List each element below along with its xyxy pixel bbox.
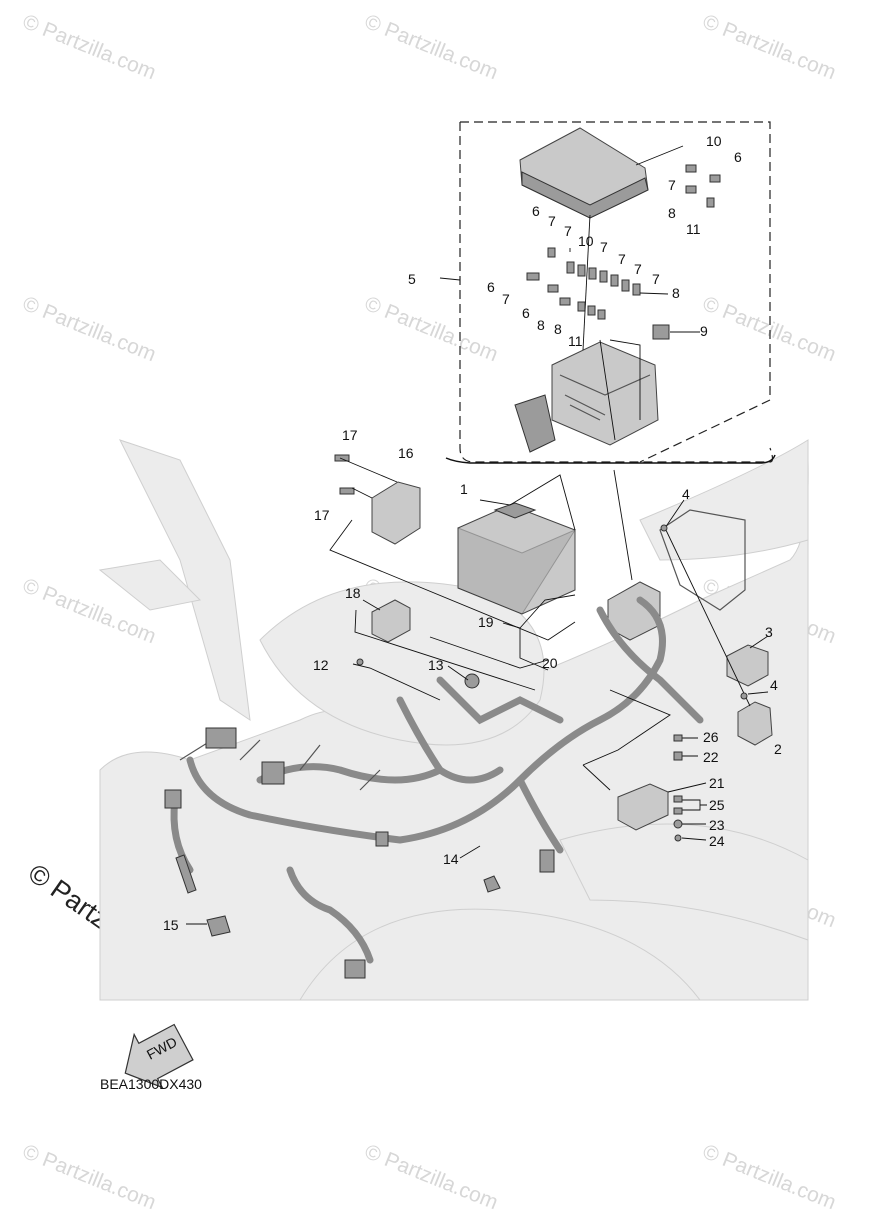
callout: 20 [542, 655, 558, 671]
small-fasteners [660, 524, 748, 842]
callout: 7 [618, 251, 626, 267]
motorcycle-ghost [98, 439, 809, 1001]
callout: 19 [478, 614, 494, 630]
callout: 8 [537, 317, 545, 333]
unit-21 [617, 783, 669, 831]
callout: 16 [398, 445, 414, 461]
callout: 14 [443, 851, 459, 867]
fwd-arrow-icon: FWD [124, 1023, 194, 1089]
callout: 8 [668, 205, 676, 221]
callout: 17 [342, 427, 358, 443]
callout: 9 [700, 323, 708, 339]
callout: 11 [568, 333, 583, 349]
callout: 6 [487, 279, 495, 295]
inset-box [460, 121, 771, 463]
callout: 6 [734, 149, 742, 165]
callout: 7 [502, 291, 510, 307]
diagram-code: BEA1300DX430 [100, 1076, 202, 1092]
callout: 7 [652, 271, 660, 287]
callout: 5 [408, 271, 416, 287]
fuses [526, 164, 721, 340]
callout: 8 [554, 321, 562, 337]
wiring-harness [164, 596, 704, 979]
callout: 6 [522, 305, 530, 321]
callout: 10 [706, 133, 722, 149]
callout: 8 [672, 285, 680, 301]
callout: 17 [314, 507, 330, 523]
callout: 24 [709, 833, 725, 849]
callout: 10 [578, 233, 594, 249]
callout: 6 [532, 203, 540, 219]
callout: 26 [703, 729, 719, 745]
callout: 7 [600, 239, 608, 255]
callout: 7 [548, 213, 556, 229]
callout: 4 [770, 677, 778, 693]
callout: 4 [682, 486, 690, 502]
callout: 23 [709, 817, 725, 833]
relay-3 [726, 644, 769, 687]
inset-box-left [459, 122, 774, 463]
callout: 12 [313, 657, 329, 673]
fuse-box-cover [519, 127, 649, 219]
callout: 2 [774, 741, 782, 757]
callout: 7 [634, 261, 642, 277]
callout-numbers: 10 6 7 8 11 6 7 7 10 7 7 7 7 5 6 7 8 6 8… [163, 133, 782, 933]
callout: 11 [686, 221, 701, 237]
callout: 1 [460, 481, 468, 497]
callout: 7 [668, 177, 676, 193]
relay-2 [737, 701, 773, 746]
relay-18 [371, 599, 411, 643]
inset-box-bracket [445, 454, 776, 464]
fuse-box-base [514, 341, 659, 453]
battery [457, 502, 577, 615]
frame-bracket [659, 509, 746, 611]
callout: 13 [428, 657, 444, 673]
callout: 18 [345, 585, 361, 601]
callout: 25 [709, 797, 725, 813]
relay-unit-16 [334, 454, 421, 545]
callout: 7 [564, 223, 572, 239]
callout: 22 [703, 749, 719, 765]
callout: 15 [163, 917, 179, 933]
callout: 3 [765, 624, 773, 640]
leader-lines [186, 145, 769, 925]
callout: 21 [709, 775, 725, 791]
